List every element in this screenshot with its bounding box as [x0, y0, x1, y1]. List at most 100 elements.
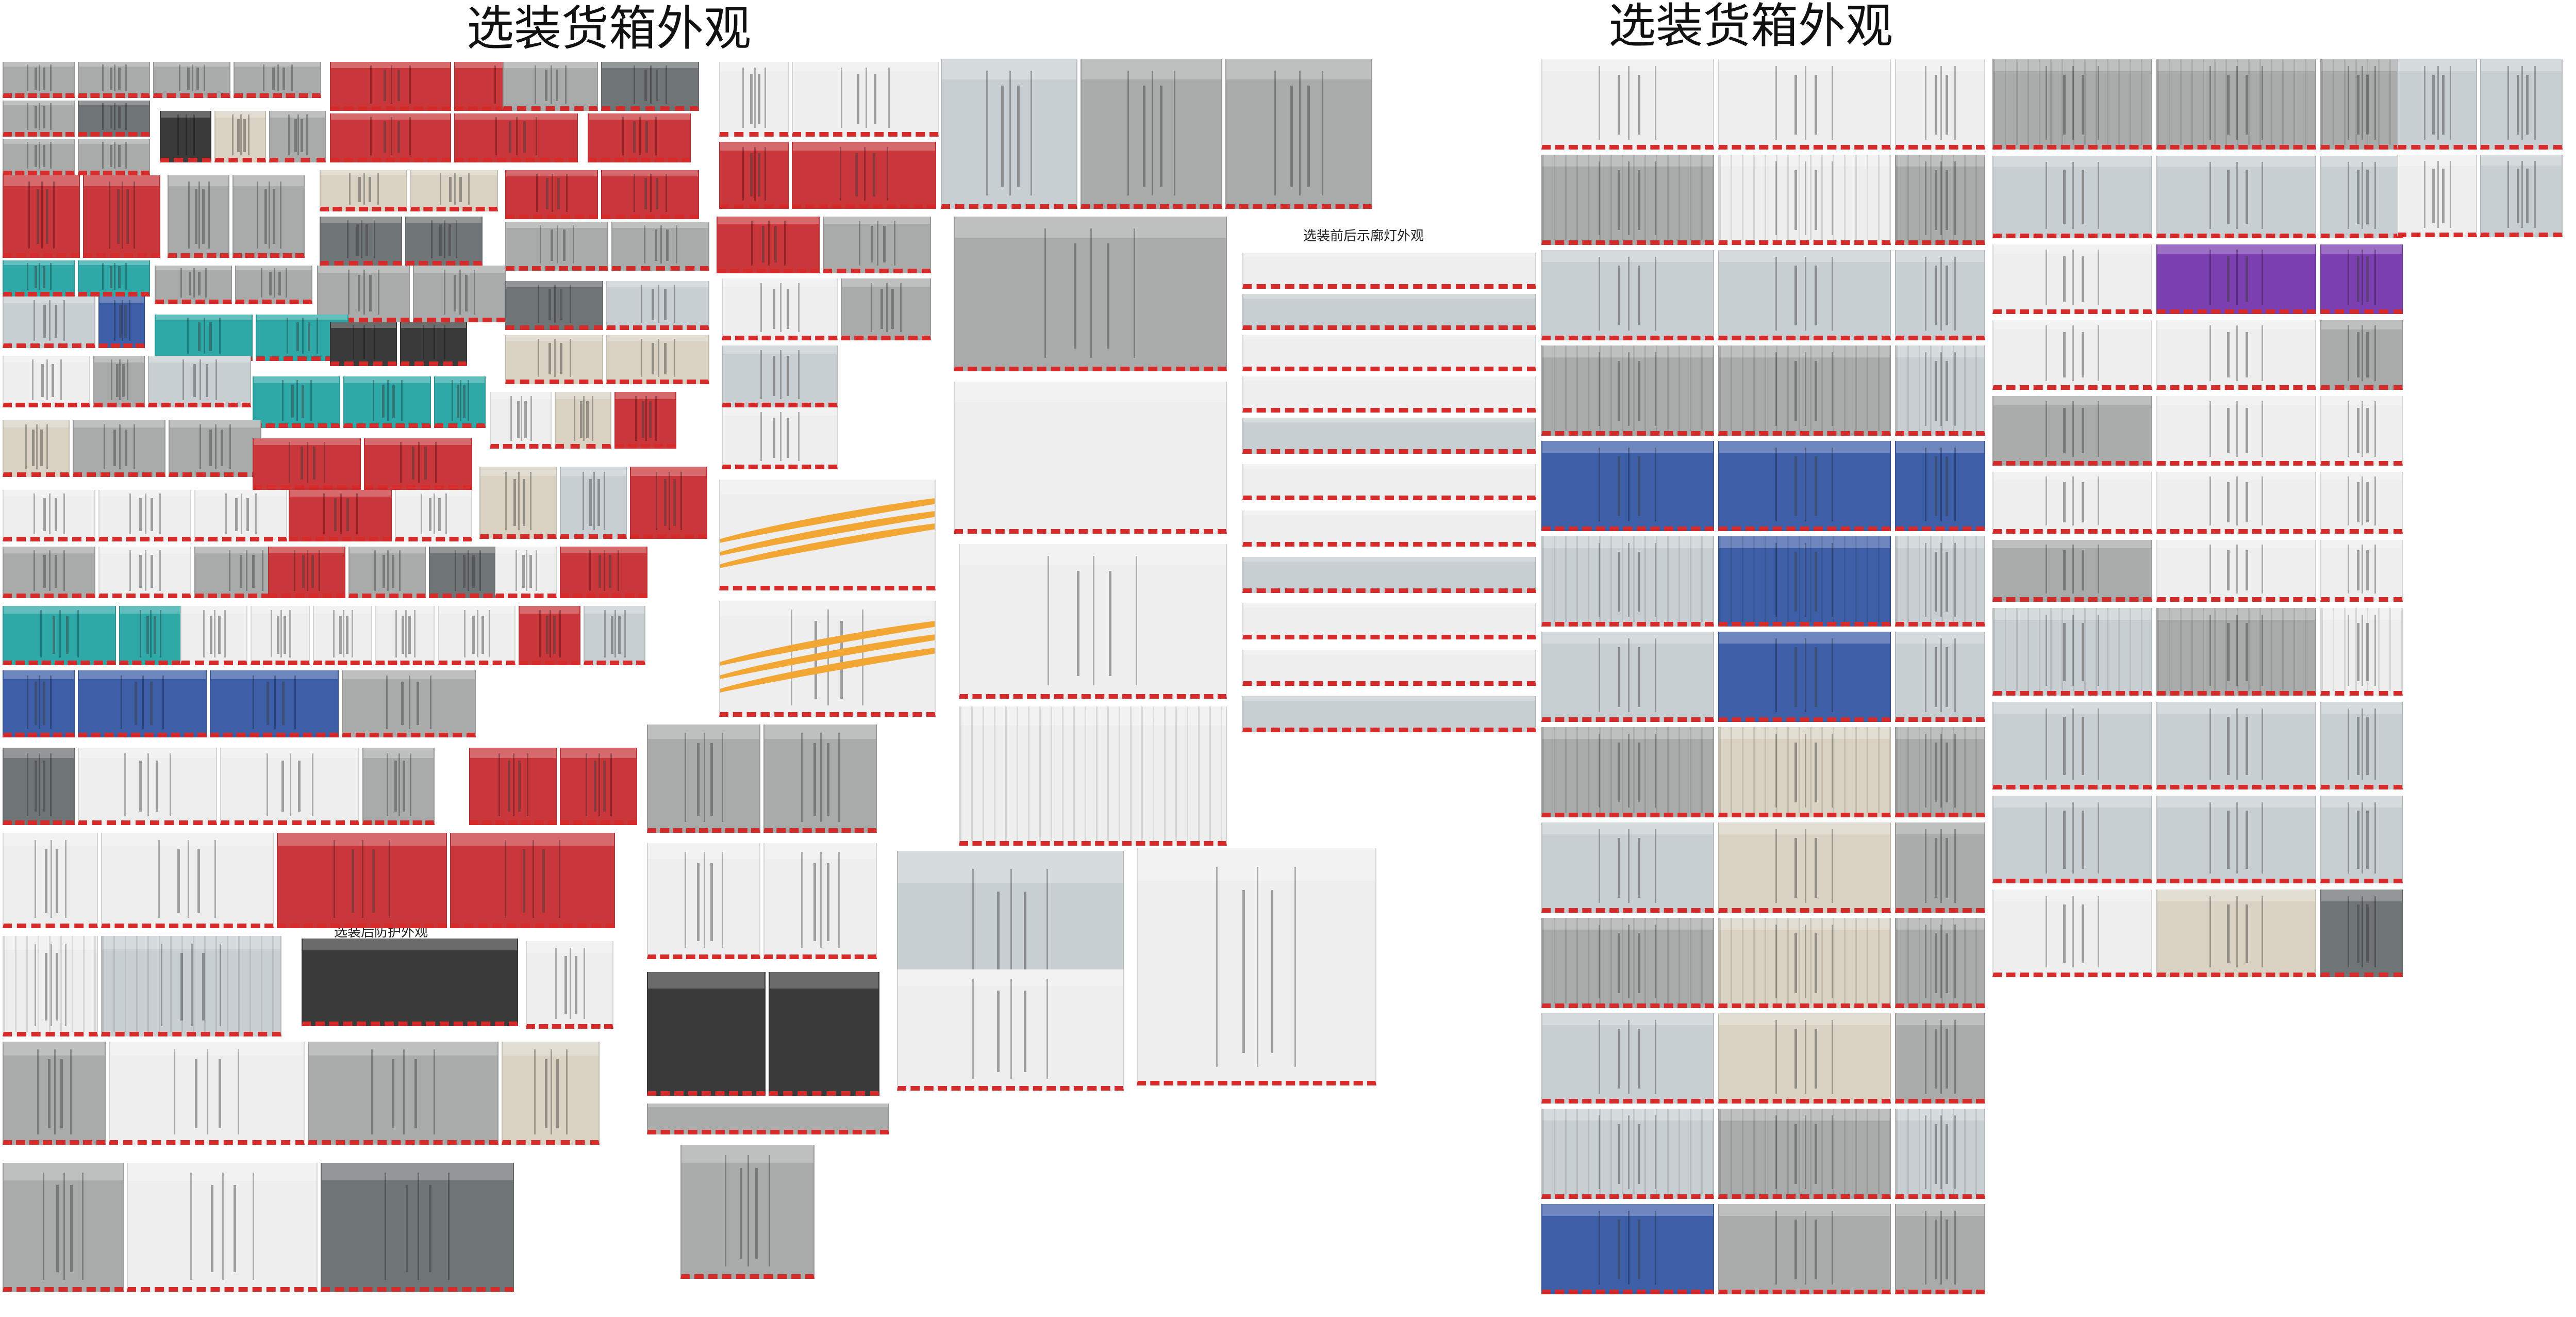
cargo-box-photo: [289, 490, 392, 541]
cargo-box-photo: [235, 266, 312, 304]
cargo-box-photo: [1718, 441, 1891, 531]
cargo-box-photo: [1718, 918, 1891, 1008]
cargo-box-photo: [78, 62, 150, 98]
cargo-box-photo: [560, 547, 647, 598]
cargo-box-photo: [560, 748, 637, 825]
cargo-box-photo: [330, 113, 451, 162]
cargo-box-photo: [1081, 59, 1222, 209]
cargo-box-photo: [3, 1163, 124, 1292]
cargo-box-photo: [153, 62, 230, 98]
cargo-box-photo: [98, 490, 191, 541]
cargo-box-photo: [1992, 59, 2152, 150]
cargo-box-photo: [722, 345, 838, 407]
cargo-box-photo: [1541, 1204, 1714, 1294]
cargo-box-photo: [560, 467, 627, 539]
lamp-photo: [1242, 696, 1536, 732]
cargo-box-photo: [1992, 244, 2152, 314]
lamp-photo: [1242, 511, 1536, 547]
cargo-box-photo: [3, 606, 116, 665]
cargo-box-photo: [450, 833, 615, 928]
cargo-box-photo: [2156, 540, 2316, 602]
cargo-box-photo: [614, 392, 676, 449]
cargo-box-photo: [841, 278, 931, 340]
cargo-box-photo: [495, 547, 557, 598]
cargo-box-photo: [454, 113, 578, 162]
cargo-box-photo: [503, 62, 598, 111]
cargo-box-photo: [2156, 156, 2316, 238]
cargo-box-photo: [2320, 608, 2403, 696]
cargo-box-photo: [321, 1163, 514, 1292]
cargo-box-photo: [405, 217, 483, 266]
cargo-box-photo: [763, 843, 877, 959]
cargo-box-photo: [1718, 1013, 1891, 1104]
cargo-box-photo: [251, 606, 310, 665]
cargo-box-photo: [342, 670, 476, 737]
cargo-box-photo: [647, 1104, 889, 1134]
cargo-box-photo: [588, 113, 691, 162]
cargo-box-photo: [1225, 59, 1372, 209]
cargo-box-photo: [1895, 1013, 1985, 1104]
cargo-box-photo: [168, 175, 229, 258]
cargo-box-photo: [429, 547, 506, 598]
cargo-box-photo: [348, 547, 426, 598]
cargo-box-photo: [1895, 822, 1985, 913]
cargo-box-photo: [719, 62, 789, 137]
cargo-box-photo: [400, 322, 467, 366]
cargo-box-photo: [277, 833, 447, 928]
cargo-box-photo: [1541, 59, 1714, 150]
cargo-box-photo: [1895, 441, 1985, 531]
cargo-box-photo: [647, 843, 760, 959]
cargo-box-photo: [1541, 441, 1714, 531]
cargo-box-photo: [3, 547, 95, 598]
cargo-box-photo: [519, 606, 580, 665]
lamp-caption: 选装前后示廓灯外观: [1303, 228, 1424, 244]
cargo-box-photo: [3, 62, 75, 98]
cargo-box-photo: [526, 941, 613, 1029]
cargo-box-photo: [1895, 345, 1985, 436]
cargo-box-photo: [555, 392, 611, 449]
cargo-box-photo: [1992, 890, 2152, 977]
cargo-box-photo: [1895, 727, 1985, 817]
cargo-box-photo: [719, 601, 936, 717]
lamp-photo: [1242, 650, 1536, 686]
cargo-box-photo: [148, 356, 251, 407]
cargo-box-photo: [3, 101, 75, 137]
cargo-box-photo: [584, 606, 645, 665]
cargo-box-photo: [954, 382, 1227, 534]
cargo-box-photo: [2320, 244, 2403, 314]
cargo-box-photo: [1541, 155, 1714, 245]
cargo-box-photo: [169, 420, 261, 477]
cargo-box-photo: [1541, 632, 1714, 722]
cargo-box-photo: [320, 217, 402, 266]
cargo-box-photo: [180, 606, 247, 665]
cargo-box-photo: [3, 670, 75, 737]
cargo-box-photo: [959, 544, 1227, 699]
cargo-box-photo: [78, 260, 150, 297]
cargo-box-photo: [1718, 1204, 1891, 1294]
cargo-box-photo: [3, 260, 75, 297]
lamp-photo: [1242, 376, 1536, 413]
cargo-box-photo: [320, 170, 407, 211]
lamp-photo: [1242, 294, 1536, 330]
cargo-box-photo: [630, 467, 707, 539]
cargo-box-photo: [601, 62, 699, 111]
cargo-box-photo: [1541, 727, 1714, 817]
cargo-box-photo: [2320, 540, 2403, 602]
lamp-photo: [1242, 464, 1536, 500]
cargo-box-photo: [2156, 396, 2316, 466]
cargo-box-photo: [78, 101, 150, 137]
cargo-box-photo: [253, 376, 340, 428]
cargo-box-photo: [234, 62, 321, 98]
cargo-box-photo: [1541, 1013, 1714, 1104]
cargo-box-photo: [479, 467, 557, 539]
lamp-photo: [1242, 418, 1536, 454]
cargo-box-photo: [763, 725, 877, 833]
cargo-box-photo: [2320, 890, 2403, 977]
cargo-box-photo: [2320, 396, 2403, 466]
cargo-box-photo: [3, 833, 98, 928]
cargo-box-photo: [2320, 320, 2403, 390]
cargo-box-photo: [1895, 1204, 1985, 1294]
cargo-box-photo: [3, 175, 80, 258]
cargo-box-photo: [343, 376, 431, 428]
cargo-box-photo: [3, 297, 95, 348]
